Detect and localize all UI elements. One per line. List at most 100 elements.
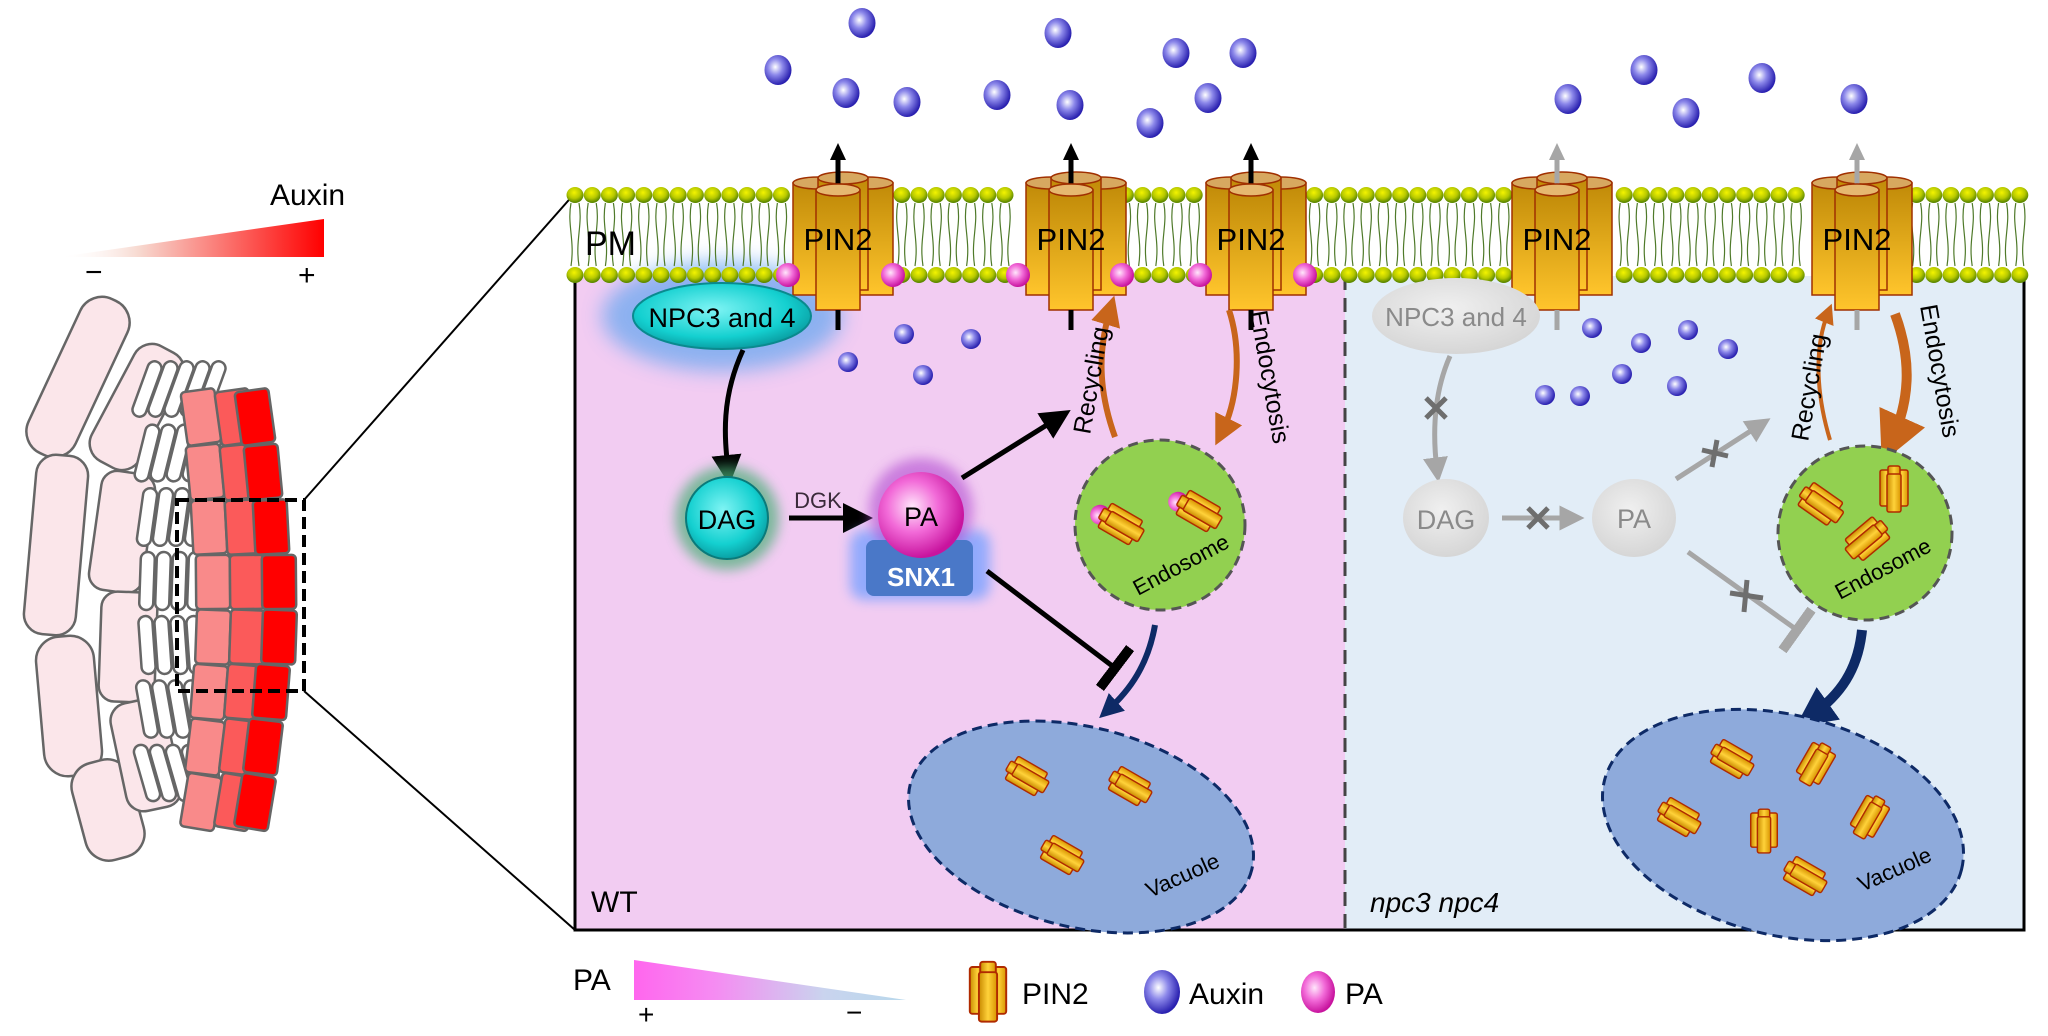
lipid-head	[1323, 267, 1341, 283]
pa-gradient-minus: −	[846, 997, 862, 1028]
root-cell	[148, 743, 178, 803]
wt-pathway: NPC3 and 4 DAG DGK PA SNX1 Recycling End…	[591, 282, 1295, 935]
auxin-molecule	[1748, 63, 1776, 93]
root-cell	[260, 553, 298, 611]
root-cell	[132, 743, 162, 803]
auxin-molecule	[1672, 98, 1700, 128]
pin2-protein-icon	[1879, 465, 1909, 513]
wt-vacuole	[907, 719, 1255, 935]
lipid-head	[1770, 267, 1788, 283]
lipid-tail	[1687, 202, 1699, 267]
lipid-head	[1994, 267, 2012, 283]
pin2-helix-front	[1228, 189, 1274, 311]
pin2-helix-top	[1534, 183, 1580, 197]
wt-recycling-arrow	[1091, 295, 1121, 439]
pin2-helix-front	[815, 189, 861, 311]
lipid-head	[1426, 187, 1444, 203]
membrane-pa	[776, 263, 1317, 287]
lipid-tail	[586, 202, 598, 267]
auxin-molecule	[1194, 83, 1222, 113]
pin2-helix-top	[1230, 171, 1282, 185]
lipid-tail	[1790, 202, 1802, 267]
lipid-head	[1701, 267, 1719, 283]
zoom-guide-line-top	[303, 192, 576, 501]
lipid-tail	[1446, 202, 1458, 267]
lipid-tail	[896, 202, 908, 267]
lipid-tail	[947, 202, 960, 267]
lipid-head	[1718, 267, 1736, 283]
root-cell	[194, 553, 232, 611]
lipid-tail	[758, 202, 770, 267]
mutant-vacuole	[1600, 707, 1966, 943]
snx1-protein	[866, 540, 973, 596]
lipid-head	[669, 187, 687, 203]
pa-inhibits-vacuole-line	[985, 569, 1135, 691]
lipid-tail	[1343, 202, 1355, 267]
root-cell	[242, 442, 284, 502]
lipid-head	[910, 267, 928, 283]
auxin-molecule	[1056, 90, 1084, 120]
pin2-helix-top	[1834, 183, 1880, 197]
lipid-head	[2011, 187, 2029, 203]
auxin-molecule	[1840, 84, 1868, 114]
dgk-label: DGK	[794, 488, 842, 513]
root-cell	[137, 614, 157, 676]
auxin-molecule	[1718, 339, 1738, 359]
root-cell	[251, 498, 291, 556]
lipid-tail	[1652, 202, 1665, 267]
mutant-dag-label: DAG	[1417, 505, 1476, 535]
pm-label: PM	[585, 225, 636, 263]
pa-node	[878, 472, 964, 558]
pa-gradient-plus: +	[638, 999, 654, 1030]
blocked-x-icon	[1526, 506, 1550, 530]
auxin-molecule	[983, 80, 1011, 110]
wt-panel-label: WT	[591, 886, 638, 919]
root-cell	[184, 442, 226, 502]
pa-label: PA	[904, 502, 938, 532]
pin2-helix-top	[1228, 183, 1274, 197]
pin2-helix-front	[1048, 189, 1094, 311]
lipid-head	[1151, 187, 1169, 203]
lipid-head	[1736, 187, 1754, 203]
pin2-helix-top	[1050, 171, 1102, 185]
lipid-head	[583, 187, 601, 203]
lipid-head	[566, 267, 584, 283]
lipid-tail	[1154, 202, 1166, 267]
lipid-tail	[1360, 202, 1372, 267]
lipid-head	[738, 267, 756, 283]
lipid-tail	[638, 202, 650, 267]
lipid-tail	[672, 202, 684, 267]
lipid-tail	[964, 202, 977, 267]
lipid-head	[927, 187, 945, 203]
lipid-tail	[1945, 202, 1957, 267]
lipid-head	[1632, 267, 1650, 283]
auxin-molecule	[893, 87, 921, 117]
lipid-tail	[1928, 202, 1940, 267]
root-cell	[193, 608, 233, 666]
auxin-molecule	[894, 324, 914, 344]
lipid-head	[1134, 267, 1152, 283]
lipid-head	[1736, 267, 1754, 283]
lipid-head	[1478, 187, 1496, 203]
auxin-scale-minus: −	[85, 256, 103, 289]
blocked-x-icon	[1701, 439, 1729, 468]
lipid-head	[1151, 267, 1169, 283]
lipid-tail	[1738, 202, 1751, 267]
pin2-transporter: PIN2	[1511, 143, 1613, 330]
auxin-gradient-wedge	[59, 219, 324, 257]
lipid-tail	[724, 202, 736, 267]
lipid-tail	[1962, 202, 1974, 267]
root-cell	[227, 608, 267, 666]
lipid-head	[1667, 187, 1685, 203]
lipid-head	[1959, 267, 1977, 283]
lipid-tail	[1429, 202, 1441, 267]
root-cell	[259, 608, 299, 666]
lipid-tail	[913, 202, 925, 267]
auxin-molecule	[913, 365, 933, 385]
lipid-tail	[1412, 202, 1424, 267]
root-cell-drawing	[22, 295, 299, 862]
legend: PA + − PIN2 Auxin PA	[573, 960, 1383, 1030]
root-cell	[233, 387, 277, 447]
